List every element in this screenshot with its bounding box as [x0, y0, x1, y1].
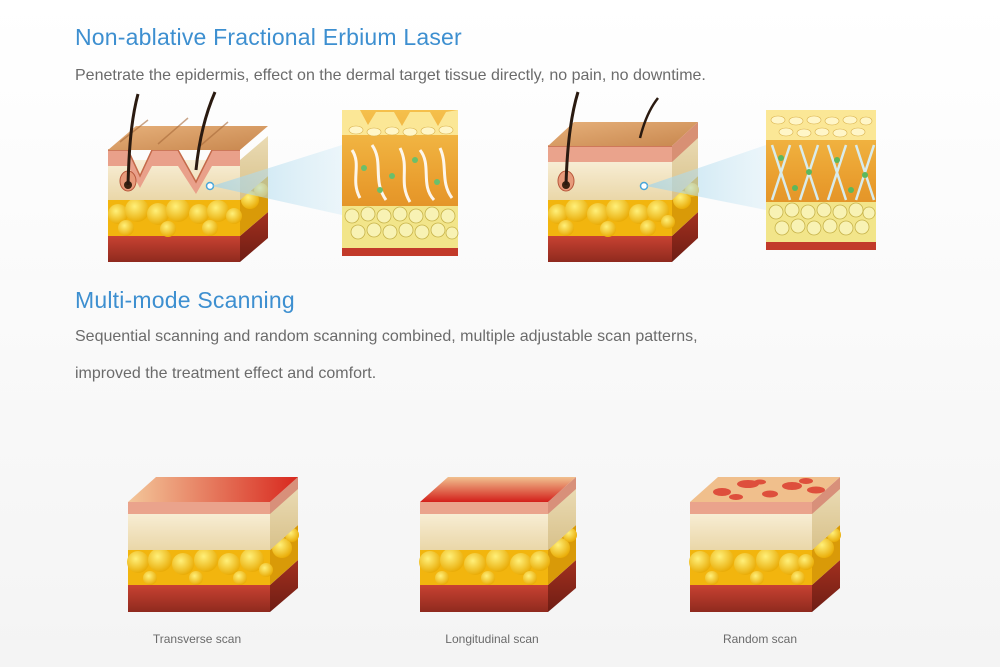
section-title-multimode-scanning: Multi-mode Scanning — [75, 287, 295, 313]
section-description-erbium-laser: Penetrate the epidermis, effect on the d… — [75, 67, 706, 84]
description-line-1: Sequential scanning and random scanning … — [75, 328, 698, 345]
caption-transverse-scan: Transverse scan — [152, 632, 242, 646]
scan-block-longitudinal — [419, 399, 577, 612]
zoom-panel-before — [342, 110, 459, 256]
section-title-erbium-laser: Non-ablative Fractional Erbium Laser — [75, 24, 462, 50]
description-line-2: improved the treatment effect and comfor… — [75, 365, 377, 382]
scan-block-transverse — [127, 402, 299, 612]
laser-beams-longitudinal — [466, 399, 554, 462]
zoom-beam — [212, 145, 342, 215]
zoom-beam — [646, 145, 766, 210]
scan-block-random — [689, 404, 841, 612]
skin-block-after — [548, 91, 699, 262]
caption-longitudinal-scan: Longitudinal scan — [445, 632, 539, 646]
caption-random-scan: Random scan — [722, 632, 798, 646]
laser-beams-transverse — [152, 402, 284, 462]
zoom-panel-after — [766, 110, 876, 250]
laser-beams-random — [736, 404, 824, 464]
section-description-multimode-scanning: Sequential scanning and random scanning … — [75, 318, 955, 392]
